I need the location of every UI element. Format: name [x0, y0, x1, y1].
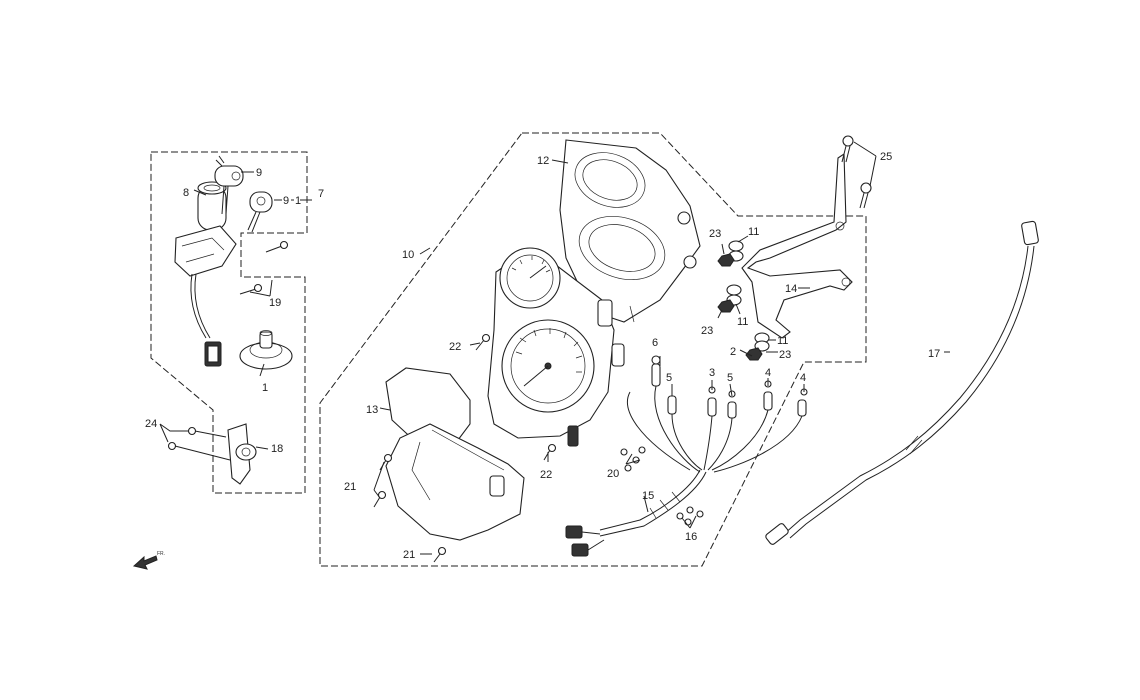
screws-21-22: [373, 333, 557, 563]
speedometer-cable: [765, 220, 1039, 545]
callout-22-a: 22: [449, 341, 461, 353]
callout-16: 16: [685, 531, 697, 543]
callout-10: 10: [402, 249, 414, 261]
ignition-group-boundary: [150, 151, 308, 494]
bulb-sockets: [651, 352, 808, 419]
callout-9-a: 9: [256, 167, 262, 179]
callout-23-b: 23: [701, 325, 713, 337]
callout-13: 13: [366, 404, 378, 416]
callout-11-a: 11: [748, 226, 759, 238]
leader-lines: [159, 141, 950, 555]
callout-21-a: 21: [344, 481, 356, 493]
spare-key: [247, 191, 273, 233]
callout-5-a: 5: [666, 372, 672, 384]
callout-6: 6: [652, 337, 658, 349]
callout-4-a: 4: [765, 367, 771, 379]
callout-2: 2: [730, 346, 736, 358]
callout-11-c: 11: [777, 335, 788, 347]
callout-24: 24: [145, 418, 157, 430]
callout-1: 1: [262, 382, 268, 394]
callout-23-c: 23: [779, 349, 791, 361]
callout-8: 8: [183, 187, 189, 199]
callout-7: 7: [318, 188, 324, 200]
callout-14: 14: [785, 283, 797, 295]
callout-9-b: 9: [283, 195, 289, 207]
callout-23-a: 23: [709, 228, 721, 240]
screws-19: [239, 240, 289, 295]
meter-assembly-boundary: [319, 132, 867, 567]
handlebar-switch-bracket: [167, 423, 257, 485]
callout-22-b: 22: [540, 469, 552, 481]
meter-bracket: [741, 135, 872, 339]
bulb-parts-16-20: [620, 446, 704, 526]
callout-19: 19: [269, 297, 281, 309]
callout-11-b: 11: [737, 316, 748, 328]
callout-20: 20: [607, 468, 619, 480]
wire-harness: [565, 385, 803, 557]
callout-25: 25: [880, 151, 892, 163]
meter-cover: [559, 139, 701, 323]
fuel-cap: [239, 330, 293, 370]
callout-3: 3: [709, 367, 715, 379]
meter-unit: [487, 247, 625, 447]
callout-17: 17: [928, 348, 940, 360]
direction-label: FR.: [157, 551, 165, 557]
callout-21-b: 21: [403, 549, 415, 561]
callout-15: 15: [642, 490, 654, 502]
callout-18: 18: [271, 443, 283, 455]
callout-12: 12: [537, 155, 549, 167]
callout-5-b: 5: [727, 372, 733, 384]
callout-1-b: 1: [295, 195, 301, 207]
grommets-and-nuts: [717, 240, 770, 361]
key-with-cylinder: [214, 155, 244, 215]
meter-lower-case: [385, 367, 525, 541]
ignition-switch-assembly: [174, 181, 237, 367]
front-direction-arrow: [132, 555, 158, 570]
callout-labels: 1 2 3 4 4 5 5 6 7 8 9 9 1 10 11 11 11 12…: [145, 151, 940, 561]
callout-4-b: 4: [800, 372, 806, 384]
